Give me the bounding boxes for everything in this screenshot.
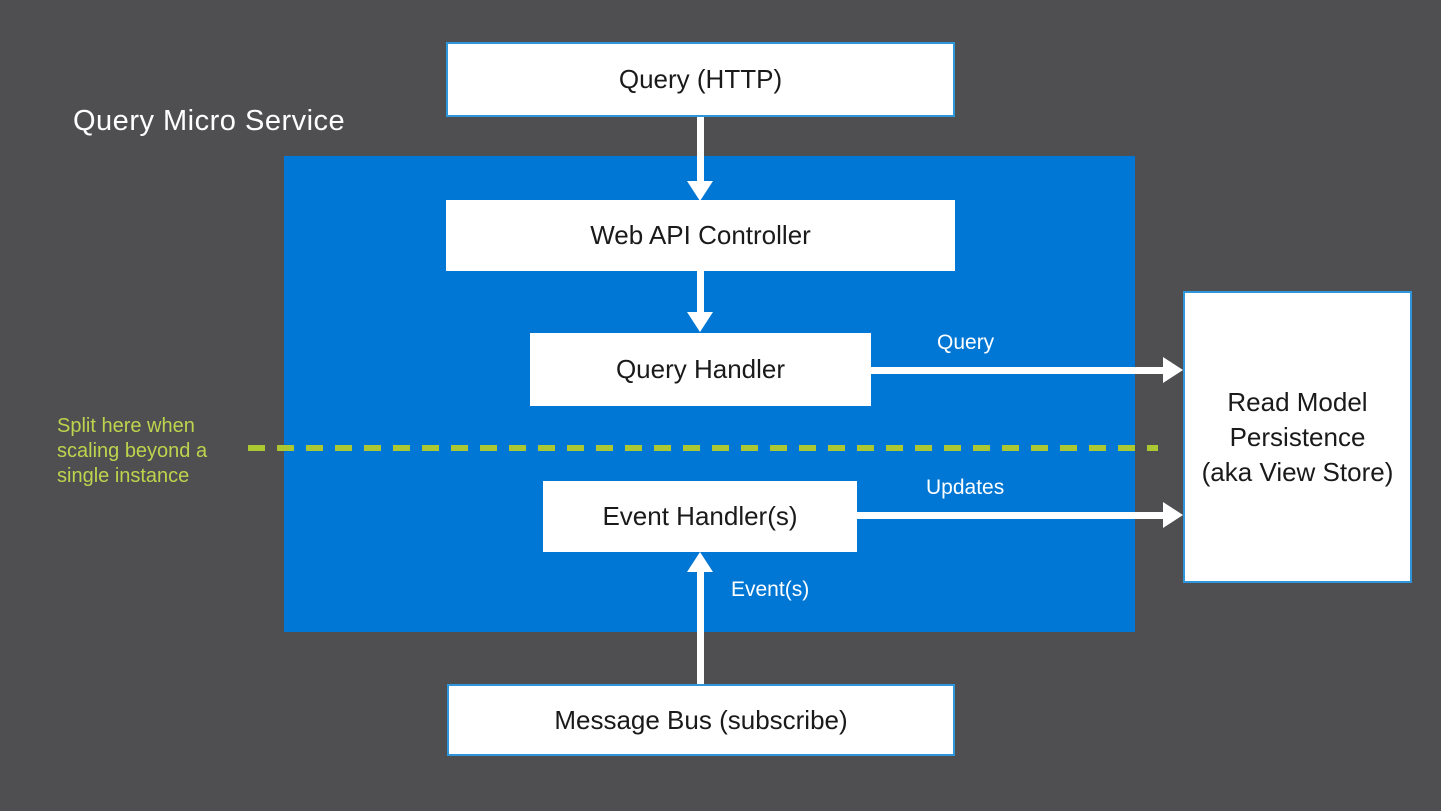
split-annotation-text: Split here when scaling beyond a single … [57, 415, 208, 487]
node-label: Query Handler [615, 354, 786, 384]
split-dashed-line [248, 445, 1158, 451]
node-label: Read Model Persistence (aka View Store) [1201, 386, 1394, 487]
edge-label-updates: Updates [926, 476, 1005, 499]
node-label: Web API Controller [590, 220, 811, 250]
arrowhead-right-icon [1163, 357, 1183, 383]
arrowhead-right-icon [1163, 502, 1183, 528]
arrow-shaft [697, 572, 704, 684]
node-label: Query (HTTP) [618, 64, 783, 94]
arrow-shaft [697, 271, 704, 312]
node-query-http: Query (HTTP) [446, 42, 955, 117]
node-query-handler: Query Handler [530, 333, 871, 406]
arrow-shaft [857, 512, 1163, 519]
diagram-title: Query Micro Service [73, 105, 346, 137]
node-label: Message Bus (subscribe) [554, 704, 848, 735]
node-web-api-controller: Web API Controller [446, 200, 955, 271]
arrowhead-down-icon [687, 181, 713, 201]
node-read-model-persistence: Read Model Persistence (aka View Store) [1183, 291, 1412, 583]
edge-label-query: Query [937, 331, 995, 354]
arrowhead-down-icon [687, 312, 713, 332]
edge-label-events: Event(s) [731, 578, 810, 601]
node-message-bus: Message Bus (subscribe) [447, 684, 955, 756]
node-event-handlers: Event Handler(s) [543, 481, 857, 552]
node-label: Event Handler(s) [602, 501, 798, 531]
arrowhead-up-icon [687, 552, 713, 572]
arrow-shaft [697, 117, 704, 181]
arrow-shaft [871, 367, 1163, 374]
